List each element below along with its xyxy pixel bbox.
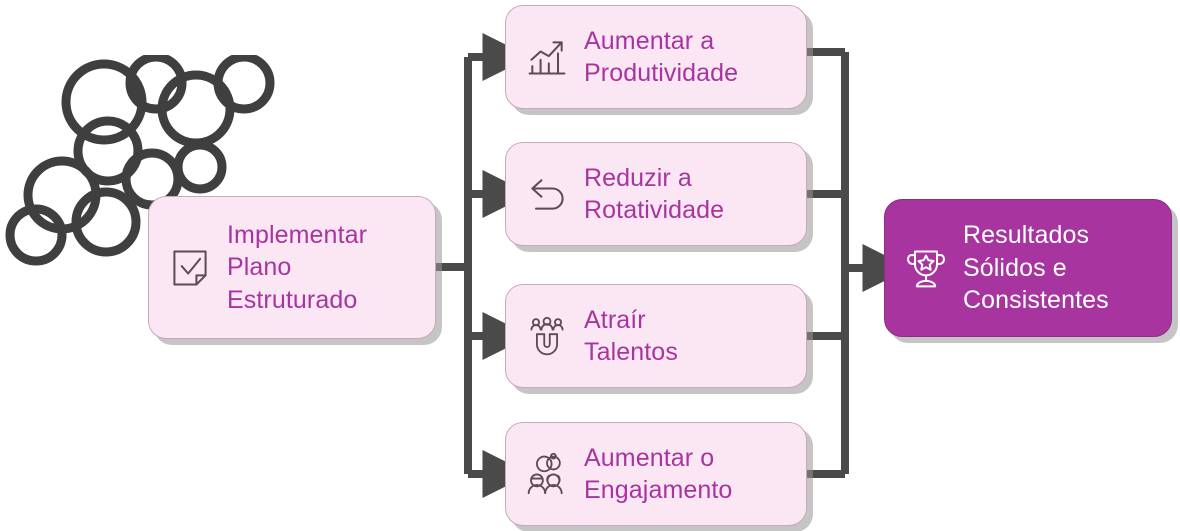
node-resultados-solidos-e-consistentes[interactable]: Resultados Sólidos e Consistentes (884, 199, 1172, 337)
trophy-star-icon (903, 245, 949, 291)
node-label: Reduzir a Rotatividade (584, 164, 725, 224)
undo-arrow-icon (524, 171, 570, 217)
node-atrair-talentos[interactable]: Atraír Talentos (505, 284, 807, 388)
magnet-people-icon (524, 313, 570, 359)
node-label: Aumentar o Engajamento (584, 444, 733, 504)
node-implementar-plano-estruturado[interactable]: Implementar Plano Estruturado (148, 196, 436, 339)
node-label: Aumentar a Produtividade (584, 27, 739, 87)
node-aumentar-a-produtividade[interactable]: Aumentar a Produtividade (505, 5, 807, 109)
people-engagement-icon (524, 451, 570, 497)
node-aumentar-o-engajamento[interactable]: Aumentar o Engajamento (505, 422, 807, 526)
note-check-icon (167, 245, 213, 291)
node-label: Implementar Plano Estruturado (227, 220, 368, 314)
node-label: Resultados Sólidos e Consistentes (963, 221, 1109, 315)
node-reduzir-a-rotatividade[interactable]: Reduzir a Rotatividade (505, 142, 807, 246)
bar-chart-up-icon (524, 34, 570, 80)
node-label: Atraír Talentos (584, 306, 678, 366)
